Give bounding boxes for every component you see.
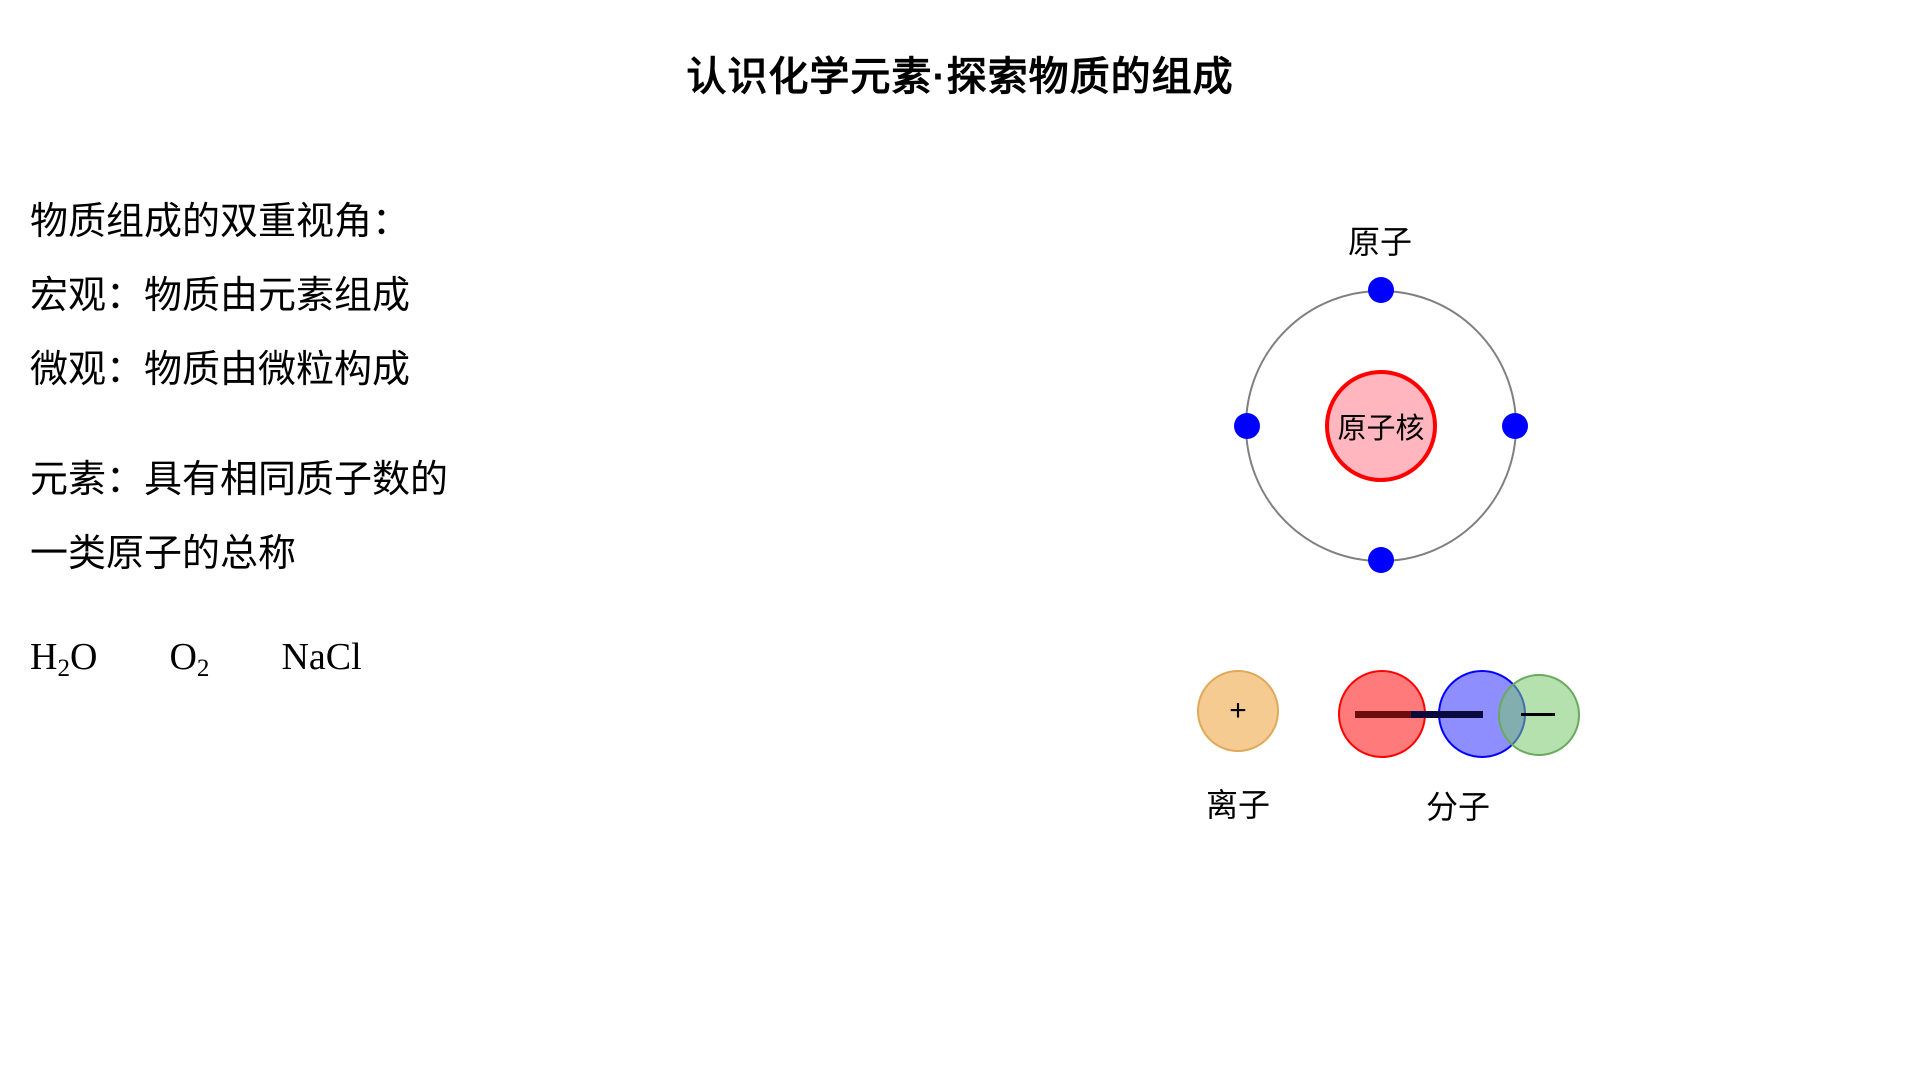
formula-water: H2O xyxy=(30,635,97,683)
formula-water-tail: O xyxy=(70,636,98,678)
atom-diagram: 原子 原子核 xyxy=(1150,195,1650,625)
particles-row: + 离子 分子 xyxy=(1150,625,1830,985)
left-text-column: 物质组成的双重视角： 宏观：物质由元素组成 微观：物质由微粒构成 元素：具有相同… xyxy=(30,185,670,683)
formula-oxygen-main: O xyxy=(169,636,197,678)
electron-top xyxy=(1368,277,1394,303)
formula-oxygen: O2 xyxy=(169,635,209,683)
micro-perspective-line: 微观：物质由微粒构成 xyxy=(30,349,411,391)
molecule-minus-mark xyxy=(1521,713,1555,716)
dual-perspective-heading: 物质组成的双重视角： xyxy=(30,201,411,243)
molecule-diagram: 分子 xyxy=(1338,670,1658,840)
page-title: 认识化学元素·探索物质的组成 xyxy=(686,55,1234,99)
formula-water-sub: 2 xyxy=(57,655,70,683)
formula-water-main: H xyxy=(30,636,58,678)
element-definition-line-2: 一类原子的总称 xyxy=(30,533,297,575)
atomic-nucleus: 原子核 xyxy=(1325,370,1437,482)
molecule-bond-left xyxy=(1355,711,1411,718)
atom-caption: 原子 xyxy=(1347,224,1412,260)
element-definition-line-1: 元素：具有相同质子数的 xyxy=(30,459,449,501)
formula-sodium-chloride: NaCl xyxy=(281,635,361,679)
ion-circle: + xyxy=(1197,670,1279,752)
formula-oxygen-sub: 2 xyxy=(196,655,210,683)
electron-left xyxy=(1234,413,1260,439)
text-block-spacer xyxy=(30,407,670,443)
electron-right xyxy=(1502,413,1528,439)
molecule-caption: 分子 xyxy=(1425,789,1490,825)
diagram-area: 原子 原子核 + 离子 分子 xyxy=(1150,195,1830,985)
ion-caption: 离子 xyxy=(1205,787,1270,823)
electron-bottom xyxy=(1368,547,1394,573)
macro-perspective-line: 宏观：物质由元素组成 xyxy=(30,275,411,317)
molecule-bond-right xyxy=(1411,711,1483,718)
formula-sodium-chloride-main: NaCl xyxy=(281,636,362,678)
